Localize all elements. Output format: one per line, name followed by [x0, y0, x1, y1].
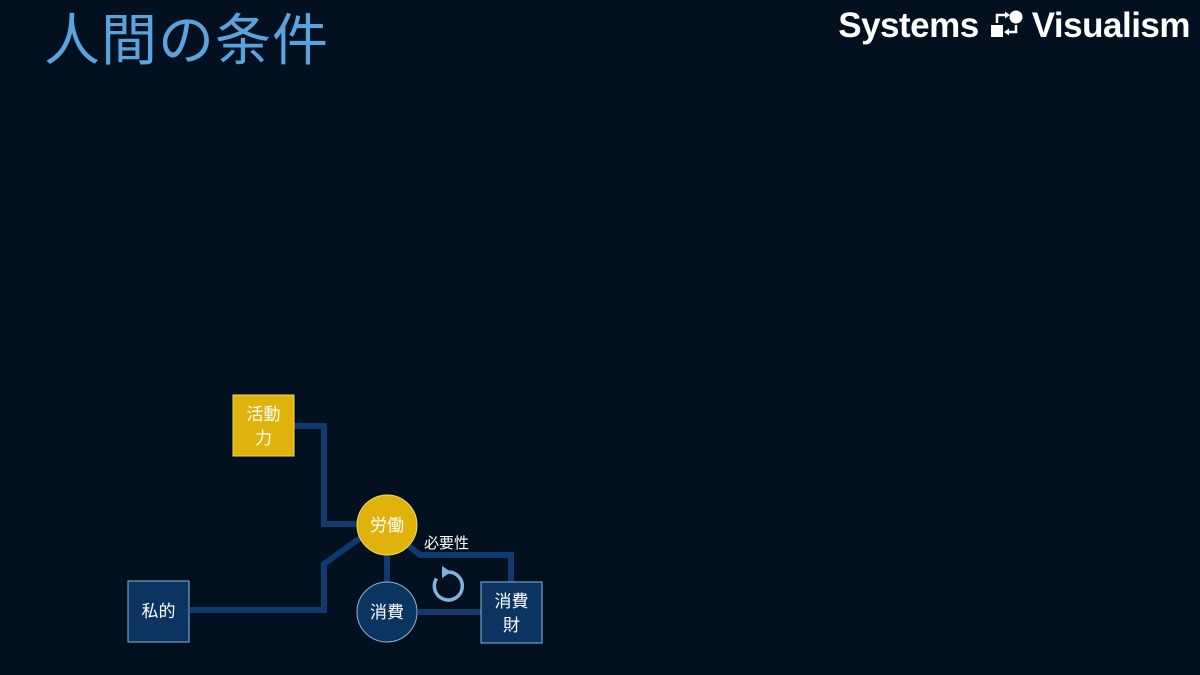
node-vitality-label-line1: 活動 [247, 405, 281, 425]
systems-visualism-logo-icon [990, 10, 1023, 37]
node-private: 私的 [127, 580, 190, 643]
node-labor: 労働 [356, 494, 418, 556]
brand-name-right: Visualism [1031, 6, 1191, 45]
edge-vitality-labor [294, 423, 358, 527]
node-vitality: 活動 力 [232, 394, 295, 457]
node-private-label: 私的 [142, 602, 176, 622]
node-consumption-label: 消費 [370, 603, 404, 623]
brand-name-left: Systems [838, 6, 979, 45]
connector-lines [190, 423, 514, 615]
node-labor-label: 労働 [370, 516, 404, 536]
edge-label-necessity: 必要性 [424, 534, 469, 552]
edge-labor-consumer-goods [402, 539, 514, 582]
page-title: 人間の条件 [44, 9, 329, 74]
edge-private-labor [190, 535, 362, 613]
node-consumer-goods: 消費 財 [480, 581, 543, 644]
node-consumption: 消費 [356, 581, 418, 643]
cycle-arrow-icon [432, 566, 465, 602]
node-consumer-goods-label-line2: 財 [503, 616, 520, 636]
brand-wordmark: Systems Visualism [838, 6, 1190, 46]
node-vitality-label-line2: 力 [255, 429, 272, 449]
node-consumer-goods-label-line1: 消費 [495, 592, 529, 612]
